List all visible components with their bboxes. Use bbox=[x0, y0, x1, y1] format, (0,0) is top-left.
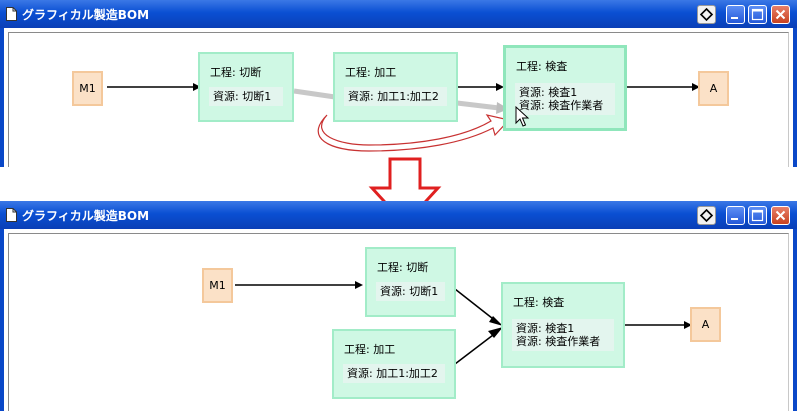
minimize-icon[interactable] bbox=[726, 206, 745, 225]
window-after: グラフィカル製造BOM M1 bbox=[0, 201, 797, 411]
system-menu-icon[interactable] bbox=[697, 5, 716, 24]
window-before: グラフィカル製造BOM bbox=[0, 0, 797, 167]
window-frame: M1 工程: 切断 資源: 切断1 工程: 加工 資源: 加工1:加工2 工程:… bbox=[0, 28, 797, 167]
terminal-a[interactable]: A bbox=[690, 307, 721, 342]
process-machining[interactable]: 工程: 加工 資源: 加工1:加工2 bbox=[332, 329, 456, 399]
maximize-icon[interactable] bbox=[748, 206, 767, 225]
terminal-a[interactable]: A bbox=[698, 71, 729, 106]
process-title: 工程: 加工 bbox=[345, 66, 397, 79]
close-icon[interactable] bbox=[771, 5, 790, 24]
maximize-icon[interactable] bbox=[748, 5, 767, 24]
resource-list: 資源: 切断1 bbox=[209, 87, 283, 106]
process-title: 工程: 加工 bbox=[344, 343, 396, 356]
terminal-m1[interactable]: M1 bbox=[202, 268, 233, 303]
title-bar[interactable]: グラフィカル製造BOM bbox=[0, 201, 797, 229]
resource-list: 資源: 切断1 bbox=[376, 282, 445, 301]
drag-hint-arrow bbox=[317, 114, 511, 152]
flow-connections bbox=[107, 83, 700, 152]
title-bar[interactable]: グラフィカル製造BOM bbox=[0, 0, 797, 28]
resource-list: 資源: 加工1:加工2 bbox=[344, 87, 447, 106]
process-title: 工程: 切断 bbox=[377, 261, 429, 274]
minimize-icon[interactable] bbox=[726, 5, 745, 24]
process-title: 工程: 検査 bbox=[516, 60, 568, 73]
process-inspection[interactable]: 工程: 検査 資源: 検査1 資源: 検査作業者 bbox=[501, 282, 625, 368]
resource-list: 資源: 検査1 資源: 検査作業者 bbox=[512, 319, 614, 351]
document-icon bbox=[6, 7, 17, 21]
process-title: 工程: 切断 bbox=[210, 66, 262, 79]
bom-canvas[interactable]: M1 工程: 切断 資源: 切断1 工程: 加工 資源: 加工1:加工2 工程:… bbox=[8, 233, 789, 411]
process-cutting[interactable]: 工程: 切断 資源: 切断1 bbox=[198, 52, 294, 122]
resource-list: 資源: 検査1 資源: 検査作業者 bbox=[515, 83, 615, 115]
resource-list: 資源: 加工1:加工2 bbox=[343, 364, 445, 383]
close-icon[interactable] bbox=[771, 206, 790, 225]
terminal-m1[interactable]: M1 bbox=[72, 71, 103, 106]
window-frame: M1 工程: 切断 資源: 切断1 工程: 加工 資源: 加工1:加工2 工程:… bbox=[0, 229, 797, 411]
bom-canvas[interactable]: M1 工程: 切断 資源: 切断1 工程: 加工 資源: 加工1:加工2 工程:… bbox=[8, 32, 789, 167]
flow-connections bbox=[235, 281, 692, 365]
process-cutting[interactable]: 工程: 切断 資源: 切断1 bbox=[365, 247, 456, 317]
window-title: グラフィカル製造BOM bbox=[22, 209, 150, 223]
mouse-cursor-icon bbox=[515, 105, 530, 127]
system-menu-icon[interactable] bbox=[697, 206, 716, 225]
process-machining[interactable]: 工程: 加工 資源: 加工1:加工2 bbox=[333, 52, 458, 122]
document-icon bbox=[6, 208, 17, 222]
window-title: グラフィカル製造BOM bbox=[22, 8, 150, 22]
process-title: 工程: 検査 bbox=[513, 296, 565, 309]
